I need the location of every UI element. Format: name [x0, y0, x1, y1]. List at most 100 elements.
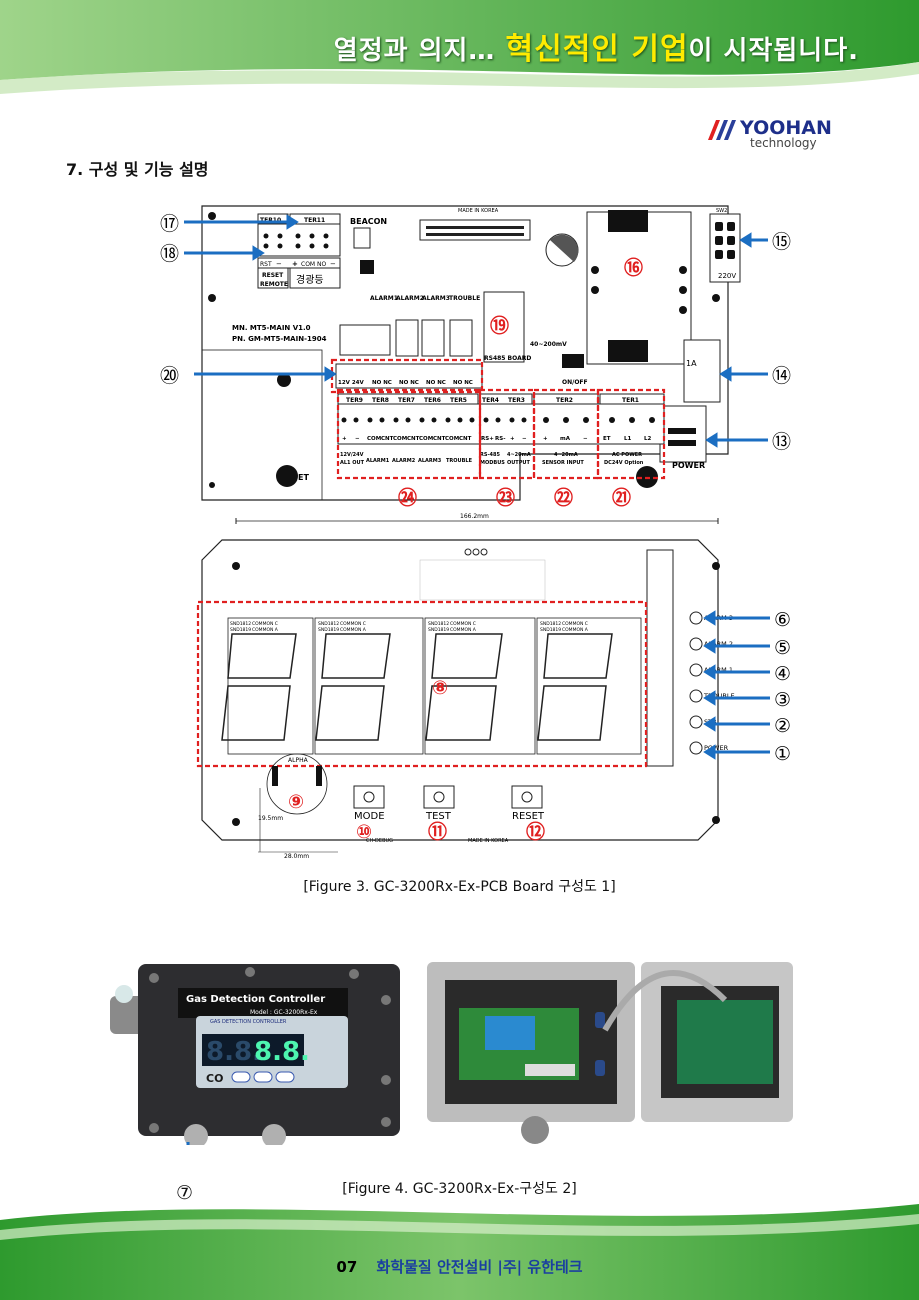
svg-text:SND1812: SND1812 [428, 621, 449, 627]
svg-text:4~20mA: 4~20mA [507, 452, 531, 458]
svg-text:RS-: RS- [495, 436, 505, 442]
callout-23: ㉓ [496, 486, 515, 509]
header-slogan: 열정과 의지… 혁신적인 기업이 시작됩니다. [333, 32, 859, 67]
svg-text:RS-485: RS-485 [480, 452, 500, 458]
svg-text:mA: mA [560, 436, 571, 442]
svg-text:POWER: POWER [704, 744, 729, 752]
svg-text:COMMON C: COMMON C [252, 621, 278, 627]
svg-text:NO NC: NO NC [426, 380, 446, 386]
svg-text:TER5: TER5 [450, 397, 467, 404]
svg-text:CNT: CNT [381, 436, 394, 442]
callout-19: ⑲ [490, 314, 509, 337]
svg-text:TER3: TER3 [508, 397, 525, 404]
callout-13: ⑬ [772, 431, 791, 453]
svg-text:ALARM2: ALARM2 [392, 458, 416, 464]
svg-text:CNT: CNT [459, 436, 472, 442]
svg-text:MODBUS: MODBUS [480, 460, 505, 466]
svg-text:ALARM 1: ALARM 1 [704, 666, 733, 674]
svg-text:DC24V Option: DC24V Option [604, 460, 644, 466]
callout-15: ⑮ [772, 231, 791, 253]
svg-text:4~20mA: 4~20mA [554, 452, 578, 458]
svg-text:SND1812: SND1812 [318, 621, 339, 627]
svg-text:CO: CO [206, 1072, 223, 1085]
svg-text:RST: RST [260, 261, 272, 268]
svg-text:ALARM1: ALARM1 [370, 295, 398, 302]
svg-text:OUTPUT: OUTPUT [507, 460, 530, 466]
callout-21: ㉑ [612, 486, 631, 509]
callout-20: ⑳ [160, 365, 179, 387]
svg-text:GAS DETECTION CONTROLLER: GAS DETECTION CONTROLLER [210, 1019, 287, 1025]
svg-text:12V 24V: 12V 24V [338, 380, 364, 386]
svg-text:ON/OFF: ON/OFF [562, 379, 588, 386]
callout-18: ⑱ [160, 243, 179, 265]
callout-17: ⑰ [160, 213, 179, 235]
svg-text:CH-DEBUG: CH-DEBUG [366, 838, 393, 844]
svg-text:경광등: 경광등 [296, 273, 324, 286]
svg-text:COMMON A: COMMON A [450, 627, 477, 633]
callout-7: ⑦ [176, 1182, 194, 1204]
svg-text:COMMON A: COMMON A [562, 627, 589, 633]
callout-2: ② [774, 715, 791, 737]
svg-text:TER6: TER6 [424, 397, 441, 404]
svg-text:ET: ET [298, 473, 309, 482]
svg-text:SND1812: SND1812 [230, 621, 251, 627]
svg-text:NO NC: NO NC [453, 380, 473, 386]
callout-5: ⑤ [774, 637, 791, 659]
callout-3: ③ [774, 689, 791, 711]
callout-9: ⑨ [288, 791, 304, 813]
callout-4: ④ [774, 663, 791, 685]
footer-wave [0, 1204, 919, 1300]
svg-text:19.5mm: 19.5mm [258, 815, 283, 822]
svg-text:COMMON A: COMMON A [252, 627, 279, 633]
svg-text:MN. MT5-MAIN V1.0: MN. MT5-MAIN V1.0 [232, 324, 311, 332]
svg-text:−: − [355, 436, 360, 442]
svg-text:SND1819: SND1819 [230, 627, 251, 633]
callout-12: ⑫ [526, 820, 545, 843]
svg-text:SND1819: SND1819 [540, 627, 561, 633]
svg-text:+: + [510, 436, 515, 442]
svg-text:TER4: TER4 [482, 397, 499, 404]
svg-text:REMOTE: REMOTE [260, 281, 288, 288]
page-number: 07 [336, 1258, 358, 1276]
svg-text:28.0mm: 28.0mm [284, 853, 309, 860]
svg-text:ALARM1: ALARM1 [366, 458, 390, 464]
display-highlight-box [196, 600, 648, 768]
svg-text:+: + [543, 436, 548, 442]
callout-22: ㉒ [554, 486, 573, 509]
svg-text:220V: 220V [718, 272, 736, 280]
svg-text:MADE IN KOREA: MADE IN KOREA [468, 838, 509, 844]
svg-text:12V/24V: 12V/24V [340, 452, 364, 458]
header-wave [0, 0, 919, 94]
svg-text:TEST: TEST [425, 811, 452, 822]
svg-text:BEACON: BEACON [350, 217, 387, 226]
callout-arrows [184, 214, 770, 760]
callout-6: ⑥ [774, 609, 791, 631]
callout-1: ① [774, 743, 791, 765]
svg-text:8.8.: 8.8. [206, 1037, 262, 1067]
figure-4-caption: [Figure 4. GC-3200Rx-Ex-구성도 2] [342, 1181, 577, 1197]
svg-text:TER1: TER1 [622, 397, 639, 404]
callout-16: ⑯ [624, 256, 643, 279]
svg-text:TER8: TER8 [372, 397, 389, 404]
svg-text:TER9: TER9 [346, 397, 363, 404]
svg-text:COMMON C: COMMON C [562, 621, 588, 627]
svg-text:POWER: POWER [672, 461, 705, 470]
svg-text:COM: COM [419, 436, 433, 442]
controller-photo: Gas Detection Controller Model : GC-3200… [110, 964, 400, 1145]
callout-8: ⑧ [432, 677, 448, 699]
callout-24: ㉔ [398, 486, 417, 509]
svg-text:TER7: TER7 [398, 397, 415, 404]
svg-text:8.8.: 8.8. [254, 1037, 310, 1067]
svg-text:SENSOR INPUT: SENSOR INPUT [542, 460, 584, 466]
svg-text:CNT: CNT [433, 436, 446, 442]
svg-text:ALPHA: ALPHA [288, 757, 309, 764]
svg-text:TROUBLE: TROUBLE [703, 692, 735, 700]
svg-text:SND1819: SND1819 [318, 627, 339, 633]
svg-text:40~200mV: 40~200mV [530, 341, 567, 348]
svg-text:1A: 1A [686, 359, 697, 368]
svg-text:MADE IN KOREA: MADE IN KOREA [458, 208, 499, 214]
svg-text:L2: L2 [644, 436, 652, 442]
callout-10: ⑩ [356, 821, 372, 843]
svg-text:COM: COM [393, 436, 407, 442]
